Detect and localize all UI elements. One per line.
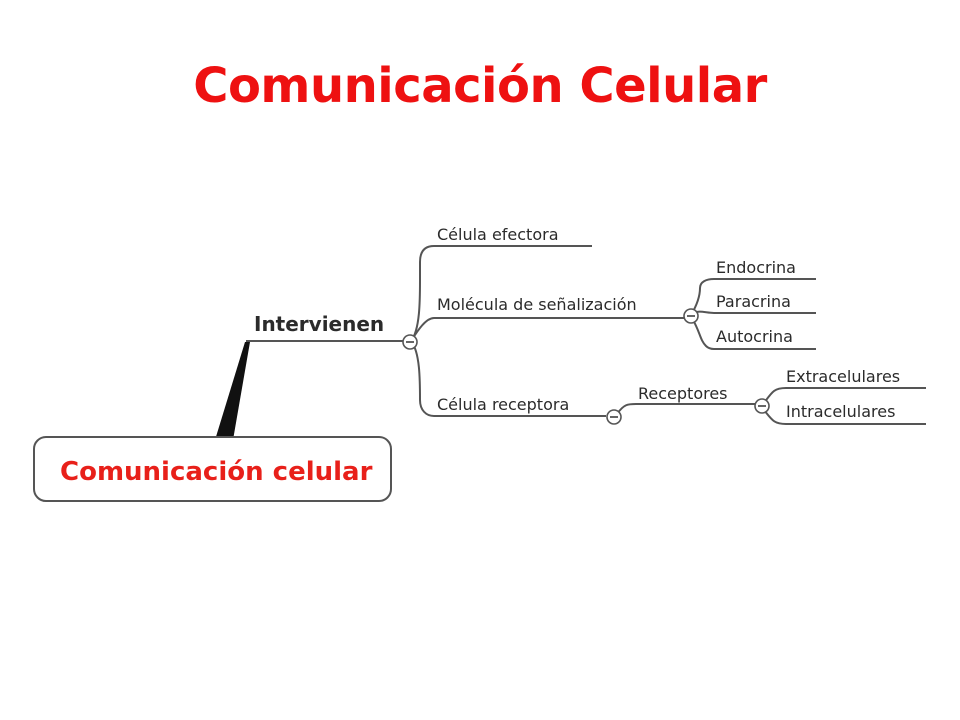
root-connector — [215, 342, 250, 440]
slide-title: Comunicación Celular — [193, 58, 767, 114]
collapse-celula-receptora-icon[interactable] — [606, 409, 622, 425]
signaling-paracrina[interactable]: Paracrina — [716, 292, 791, 311]
branch-molecula-senalizacion[interactable]: Molécula de señalización — [437, 295, 637, 314]
root-node-label: Comunicación celular — [60, 457, 373, 487]
level1-branch-bottom — [410, 340, 606, 417]
intervienen-label[interactable]: Intervienen — [254, 312, 384, 336]
signaling-branch-bottom — [692, 319, 816, 350]
branch-celula-efectora[interactable]: Célula efectora — [437, 225, 559, 244]
receptor-branch — [616, 403, 756, 415]
branch-celula-receptora[interactable]: Célula receptora — [437, 395, 569, 414]
signaling-autocrina[interactable]: Autocrina — [716, 327, 793, 346]
signaling-branch-top — [690, 278, 816, 316]
collapse-molecula-icon[interactable] — [683, 308, 699, 324]
root-node-box[interactable] — [33, 436, 392, 502]
level1-branch-middle — [410, 317, 688, 342]
collapse-receptores-icon[interactable] — [754, 398, 770, 414]
collapse-intervienen-icon[interactable] — [402, 334, 418, 350]
receptor-extracelulares[interactable]: Extracelulares — [786, 367, 900, 386]
receptor-branch-bottom — [763, 409, 926, 425]
receptor-intracelulares[interactable]: Intracelulares — [786, 402, 895, 421]
receptor-branch-top — [763, 387, 926, 404]
signaling-endocrina[interactable]: Endocrina — [716, 258, 796, 277]
receptores-label[interactable]: Receptores — [638, 384, 728, 403]
level1-branch-curve — [410, 245, 592, 342]
signaling-branch-middle — [692, 310, 816, 314]
